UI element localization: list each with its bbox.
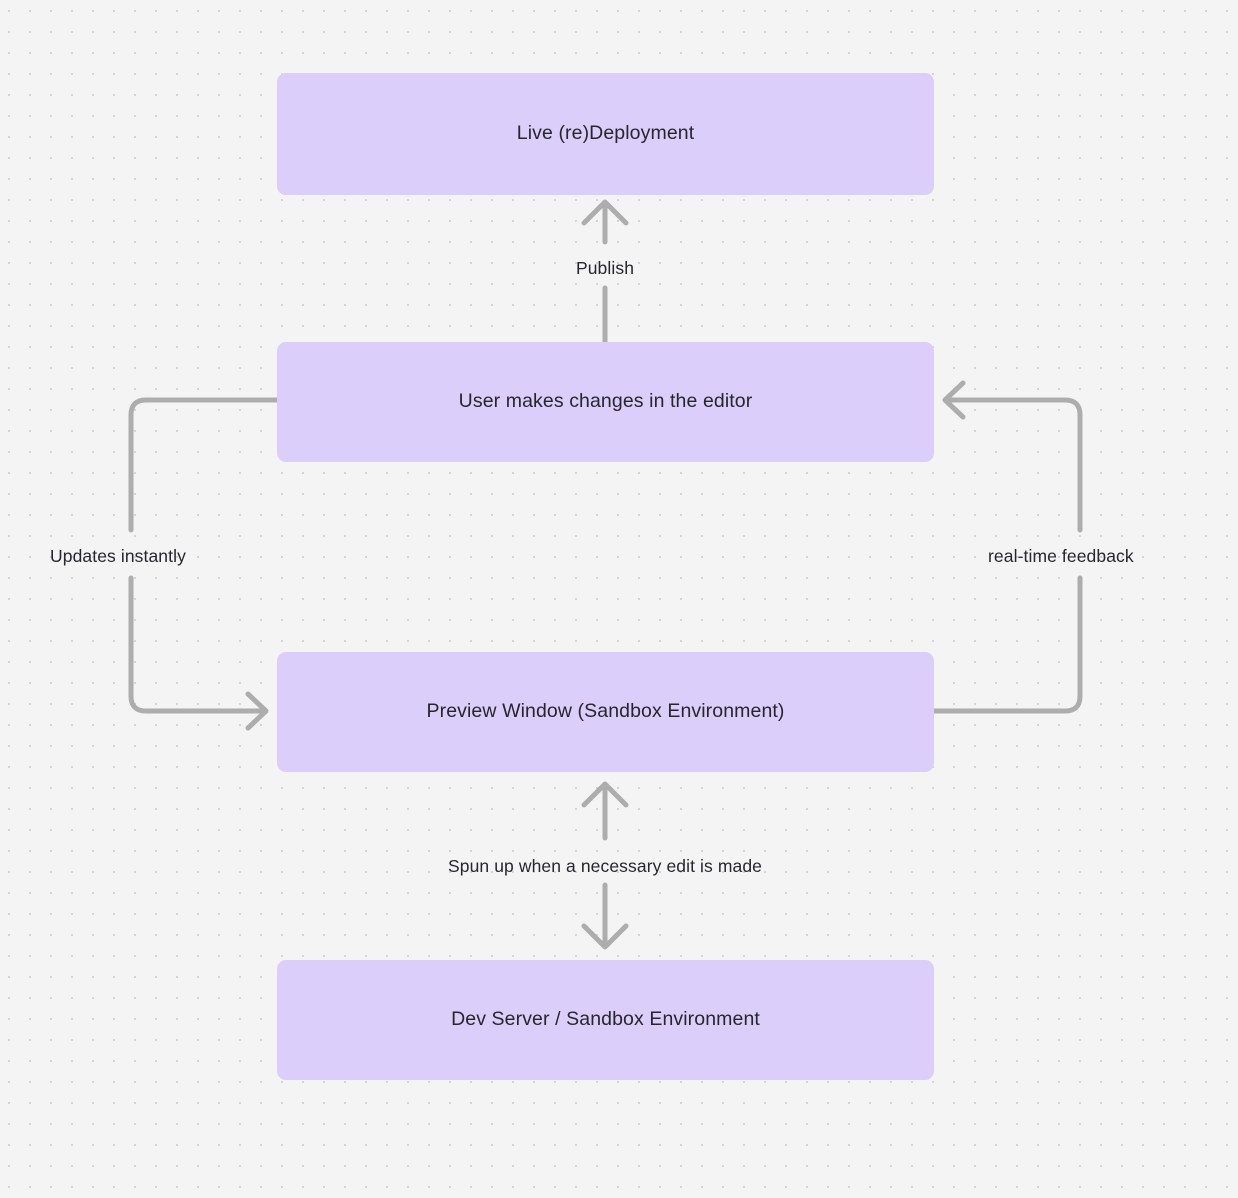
- node-live-redeployment-label: Live (re)Deployment: [516, 122, 695, 145]
- edge-spunup-arrowhead-down-icon: [581, 923, 629, 950]
- edge-label-updates-instantly: Updates instantly: [50, 546, 186, 566]
- edge-feedback-line-lower: [931, 575, 1083, 714]
- edge-publish-arrowhead-icon: [581, 199, 629, 226]
- edge-updates-line-lower: [128, 575, 264, 714]
- edge-feedback-line-upper: [947, 397, 1083, 533]
- edge-spunup-arrowhead-up-icon: [581, 781, 629, 808]
- edge-updates-line-upper: [128, 397, 280, 533]
- node-user-edits[interactable]: User makes changes in the editor: [277, 342, 934, 462]
- node-live-redeployment[interactable]: Live (re)Deployment: [277, 73, 934, 195]
- node-user-edits-label: User makes changes in the editor: [458, 390, 753, 413]
- edge-label-publish: Publish: [575, 258, 635, 278]
- edge-label-spun-up: Spun up when a necessary edit is made: [447, 856, 763, 876]
- edge-label-real-time-feedback: real-time feedback: [988, 546, 1134, 566]
- edge-updates-arrowhead-icon: [245, 691, 269, 731]
- node-dev-server-label: Dev Server / Sandbox Environment: [451, 1008, 760, 1031]
- node-preview-window[interactable]: Preview Window (Sandbox Environment): [277, 652, 934, 772]
- node-preview-window-label: Preview Window (Sandbox Environment): [426, 700, 785, 723]
- node-dev-server[interactable]: Dev Server / Sandbox Environment: [277, 960, 934, 1080]
- edge-feedback-arrowhead-icon: [942, 380, 966, 420]
